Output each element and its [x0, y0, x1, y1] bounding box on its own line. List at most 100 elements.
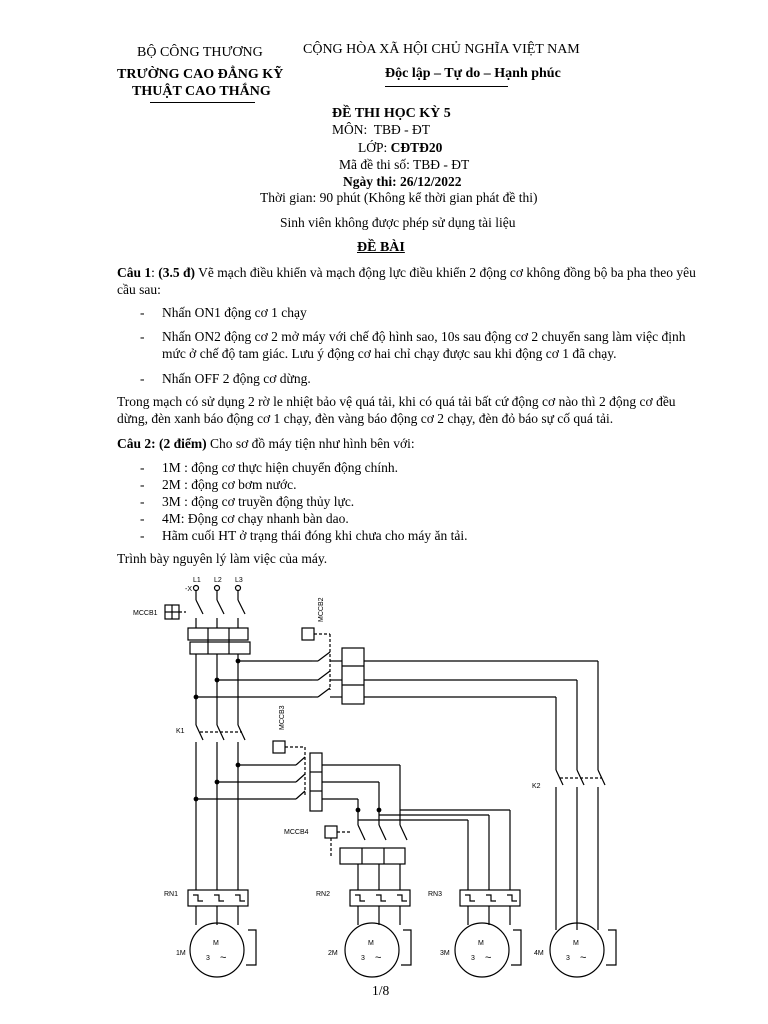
- motor-4m: 4M M 3 ~: [534, 922, 617, 978]
- motor-name: 2M: [328, 950, 338, 957]
- motor-name: 4M: [534, 950, 544, 957]
- exam-class: LỚP: CĐTĐ20: [358, 140, 442, 156]
- mccb3-label: MCCB3: [279, 705, 286, 730]
- exam-date: Ngày thi: 26/12/2022: [343, 174, 462, 189]
- class-label: LỚP:: [358, 140, 388, 155]
- q1-item-text: Nhấn ON1 động cơ 1 chạy: [162, 305, 307, 320]
- phase-inputs: L1 L2 L3 -X: [185, 577, 243, 593]
- rn1-label: RN1: [164, 891, 178, 898]
- bullet-dash: -: [140, 477, 145, 492]
- page-number: 1/8: [372, 983, 390, 998]
- exam-title: ĐỀ THI HỌC KỲ 5: [332, 106, 451, 121]
- phase-prefix: -X: [185, 586, 192, 593]
- motor-phase: 3: [566, 955, 570, 962]
- q2-label: Câu 2:: [117, 436, 156, 451]
- motor-m: M: [213, 940, 219, 947]
- motor-icon: [454, 922, 510, 978]
- bullet-dash: -: [140, 511, 145, 526]
- motor-ac: ~: [580, 952, 586, 964]
- phase-label: L1: [193, 577, 201, 584]
- motor-phase: 3: [361, 955, 365, 962]
- bullet-dash: -: [140, 494, 145, 509]
- q2-task: Trình bày nguyên lý làm việc của máy.: [117, 551, 328, 566]
- motor-ac: ~: [485, 952, 491, 964]
- bullet-dash: -: [140, 460, 145, 475]
- motto-underline: [385, 86, 508, 87]
- motor3-feed: [355, 807, 511, 890]
- exam-rule: Sinh viên không được phép sử dụng tài li…: [280, 215, 516, 230]
- q1-label: Câu 1: [117, 265, 152, 280]
- bullet-dash: -: [140, 371, 145, 386]
- rn3-label: RN3: [428, 891, 442, 898]
- subject-label: MÔN:: [332, 122, 368, 137]
- motor-m: M: [368, 940, 374, 947]
- bullet-dash: -: [140, 329, 145, 344]
- code-label: Mã đề thi số:: [339, 157, 410, 172]
- exam-code: Mã đề thi số: TBĐ - ĐT: [339, 157, 469, 173]
- k1-contactor: K1: [176, 724, 290, 890]
- mccb2-breaker: MCCB2: [301, 597, 599, 770]
- motor-2m: 2M M 3 ~: [328, 922, 412, 978]
- bullet-dash: -: [140, 305, 145, 320]
- k2-label: K2: [532, 783, 541, 790]
- bullet-dash: -: [140, 528, 145, 543]
- q1-points: (3.5 đ): [158, 265, 196, 280]
- republic-title: CỘNG HÒA XÃ HỘI CHỦ NGHĨA VIỆT NAM: [303, 42, 580, 57]
- q2-item-text: 3M : động cơ truyền động thủy lực.: [162, 494, 355, 509]
- q1-item-text: Nhấn OFF 2 động cơ dừng.: [162, 371, 311, 386]
- mccb2-label: MCCB2: [318, 597, 325, 622]
- motor-icon: [189, 922, 245, 978]
- rn2-label: RN2: [316, 891, 330, 898]
- mccb4-breaker: MCCB4: [284, 824, 408, 890]
- q1-item-text: Nhấn ON2 động cơ 2 mở máy với chế độ hìn…: [162, 329, 686, 361]
- mccb4-label: MCCB4: [284, 829, 309, 836]
- q2-item-text: 2M : động cơ bơm nước.: [162, 477, 297, 492]
- national-motto: Độc lập – Tự do – Hạnh phúc: [385, 66, 561, 81]
- motor-phase: 3: [206, 955, 210, 962]
- terminal-icon: [234, 584, 242, 592]
- motor-icon: [344, 922, 400, 978]
- mccb1-label: MCCB1: [133, 610, 158, 617]
- subject-value: TBĐ - ĐT: [373, 122, 431, 137]
- class-value: CĐTĐ20: [390, 140, 443, 155]
- q1-note: Trong mạch có sử dụng 2 rờ le nhiệt bảo …: [117, 394, 676, 426]
- mccb1-breaker: MCCB1: [133, 591, 251, 655]
- school-name-line2: THUẬT CAO THẮNG: [132, 84, 271, 99]
- thermal-relay-rn2: RN2: [316, 889, 411, 925]
- terminal-icon: [213, 584, 221, 592]
- terminal-icon: [192, 584, 200, 592]
- motor-m: M: [478, 940, 484, 947]
- q1-statement: Câu 1: (3.5 đ) Vẽ mạch điều khiển và mạc…: [117, 264, 707, 298]
- q2-text: Cho sơ đồ máy tiện như hình bên với:: [210, 436, 415, 451]
- motor-1m: 1M M 3 ~: [176, 922, 257, 978]
- motor-3m: 3M M 3 ~: [440, 922, 522, 978]
- q2-statement: Câu 2: (2 điểm) Cho sơ đồ máy tiện như h…: [117, 435, 707, 452]
- breaker-handle-icon: [272, 740, 286, 754]
- thermal-relay-rn1: RN1: [164, 889, 249, 925]
- q2-item-text: 1M : động cơ thực hiện chuyển động chính…: [162, 460, 399, 475]
- mccb3-breaker: MCCB3: [272, 705, 401, 825]
- exam-duration: Thời gian: 90 phút (Không kể thời gian p…: [260, 190, 538, 205]
- main-bus: [193, 654, 312, 725]
- school-underline: [150, 102, 255, 103]
- k1-label: K1: [176, 728, 185, 735]
- k2-contactor: K2: [532, 769, 606, 930]
- phase-label: L3: [235, 577, 243, 584]
- phase-label: L2: [214, 577, 222, 584]
- motor-phase: 3: [471, 955, 475, 962]
- motor-name: 3M: [440, 950, 450, 957]
- q1-text: Vẽ mạch điều khiển và mạch động lực điều…: [117, 265, 696, 297]
- motor-icon: [549, 922, 605, 978]
- motor-ac: ~: [220, 952, 226, 964]
- motor-ac: ~: [375, 952, 381, 964]
- motor-name: 1M: [176, 950, 186, 957]
- breaker-handle-icon: [301, 627, 315, 641]
- section-heading: ĐỀ BÀI: [357, 240, 405, 255]
- exam-subject: MÔN: TBĐ - ĐT: [332, 122, 430, 138]
- q2-item-text: 4M: Động cơ chạy nhanh bàn dao.: [162, 511, 349, 526]
- school-name-line1: TRƯỜNG CAO ĐẲNG KỸ: [117, 67, 284, 82]
- breaker-handle-icon: [324, 825, 338, 839]
- motor-m: M: [573, 940, 579, 947]
- q1-colon: :: [151, 265, 155, 280]
